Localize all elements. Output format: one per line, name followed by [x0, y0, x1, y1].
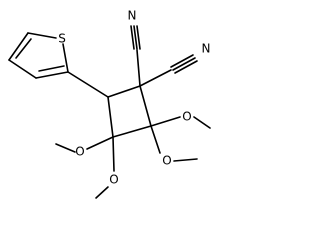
bond-o2-me	[173, 158, 198, 162]
bond-c4-o3	[86, 136, 114, 150]
methoxy-o2-label: O	[162, 154, 171, 168]
bond-c3-o2	[150, 125, 161, 154]
bond-thiophene-cyclobutane	[67, 71, 109, 98]
bond-c2-c3	[139, 85, 152, 127]
bond-c3-c3-double	[38, 65, 65, 72]
thiophene-ring	[8, 32, 69, 79]
bond-c1-c2	[107, 85, 141, 98]
methoxy-o4-label: O	[109, 173, 118, 187]
bond-c3-c4	[8, 59, 37, 79]
nitrile-1-triple-a	[130, 25, 135, 50]
bond-c2-c3	[35, 71, 69, 79]
bond-c4-c5	[8, 32, 29, 61]
nitrile-2-triple-b	[172, 57, 196, 71]
methoxy-o1-label: O	[182, 110, 191, 124]
bond-s-c2	[62, 43, 69, 73]
nitrile-1-single	[136, 49, 141, 87]
methoxy-groups-right	[150, 116, 211, 162]
molecule-diagram: S N N O O O O	[8, 9, 211, 199]
nitrile-2-single	[139, 69, 172, 87]
nitrile-1-triple-b	[133, 25, 138, 50]
methoxy-groups-left	[55, 136, 115, 199]
bond-c4-o4	[112, 136, 115, 172]
bond-c3-o1	[150, 116, 181, 127]
bond-o4-me	[95, 186, 109, 199]
structure-canvas: S N N O O O O	[8, 9, 211, 199]
atom-labels: S N N O O O O	[58, 9, 210, 187]
bond-c3-c4	[112, 125, 152, 138]
methoxy-o3-label: O	[75, 145, 84, 159]
bond-c4-c5-double	[15, 38, 32, 59]
bond-o1-me	[193, 116, 211, 129]
bond-c5-s	[27, 32, 57, 39]
bond-o3-me	[55, 143, 76, 153]
nitrile-1-triple-c	[136, 25, 141, 50]
nitrile-groups	[130, 25, 198, 87]
bond-c4-c1	[107, 96, 114, 138]
nitrile-n1-label: N	[128, 9, 137, 23]
nitrile-2-triple-a	[170, 54, 194, 68]
nitrile-2-triple-c	[174, 60, 198, 74]
nitrile-n2-label: N	[202, 42, 211, 56]
cyclobutane-ring	[107, 85, 152, 138]
sulfur-label: S	[58, 32, 66, 46]
